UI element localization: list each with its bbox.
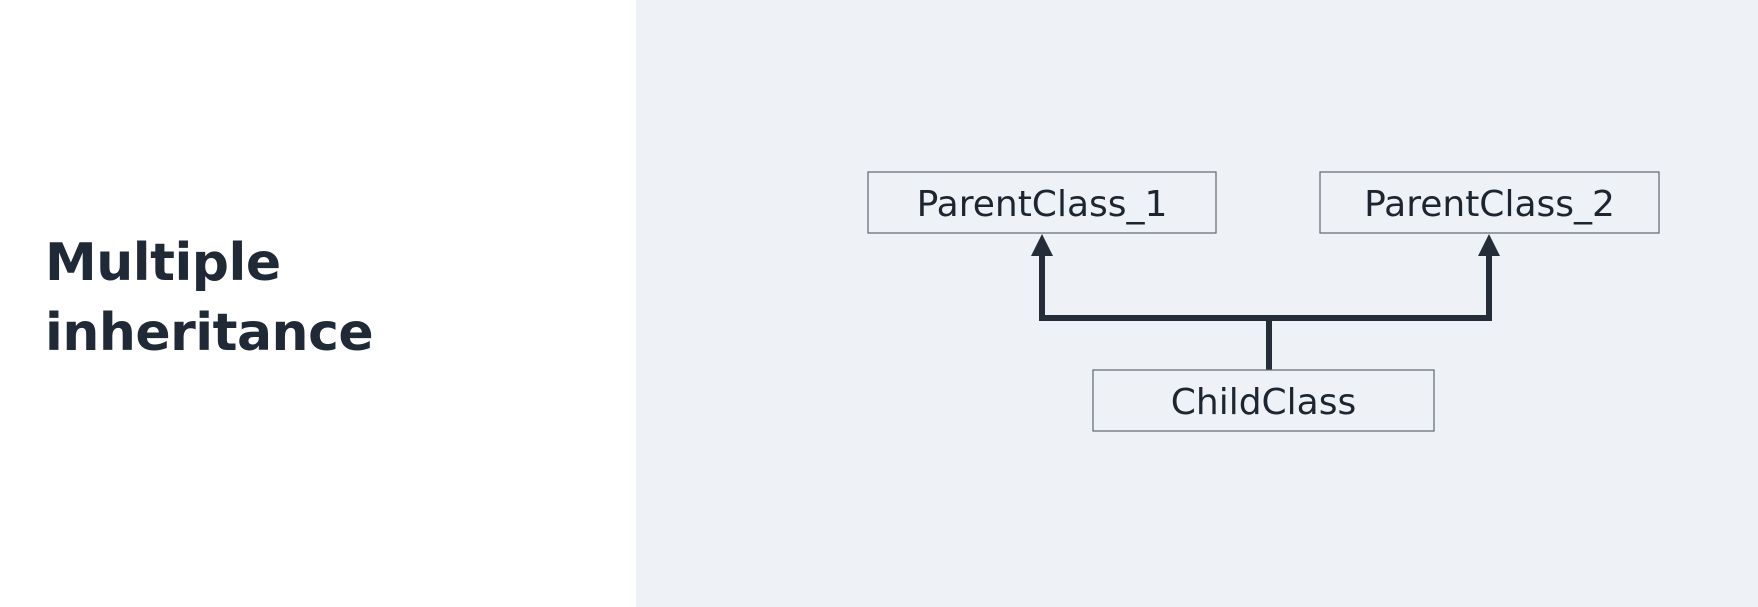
inheritance-diagram: ParentClass_1 ParentClass_2 ChildClass <box>867 171 1660 432</box>
diagram-panel: ParentClass_1 ParentClass_2 ChildClass <box>636 0 1758 607</box>
inheritance-connectors <box>1031 234 1500 370</box>
title-panel: Multiple inheritance <box>0 0 636 607</box>
child-class-label: ChildClass <box>1171 382 1357 423</box>
child-class-box: ChildClass <box>1092 369 1435 432</box>
parent-class-2-label: ParentClass_2 <box>1364 184 1615 225</box>
parent-1-arrowhead <box>1031 234 1053 256</box>
parent-class-1-box: ParentClass_1 <box>867 171 1217 234</box>
parent-class-2-box: ParentClass_2 <box>1319 171 1660 234</box>
slide-title-line-1: Multiple <box>45 233 281 293</box>
parent-class-1-label: ParentClass_1 <box>917 184 1168 225</box>
slide-title: Multiple inheritance <box>45 228 374 368</box>
parent-2-arrowhead <box>1478 234 1500 256</box>
slide-title-line-2: inheritance <box>45 303 374 363</box>
